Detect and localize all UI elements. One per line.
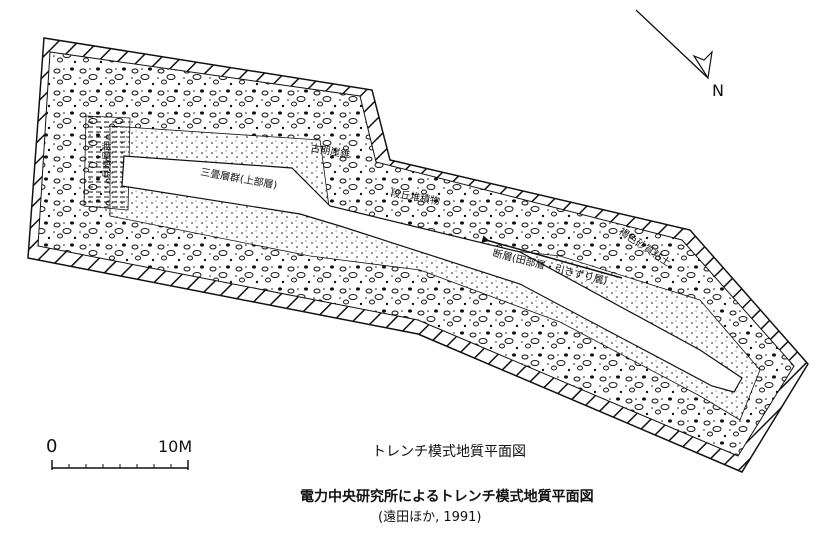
figure-title: トレンチ模式地質平面図 [372, 444, 526, 460]
trench-channel [121, 155, 743, 393]
label-left-unit: 見晴層群 [101, 142, 113, 178]
scale-bar: 0 10M [46, 436, 192, 470]
citation: (遠田ほか, 1991) [378, 510, 482, 525]
north-arrow: N [635, 9, 724, 100]
scale-zero-label: 0 [46, 436, 57, 457]
main-caption: 電力中央研究所によるトレンチ模式地質平面図 [300, 489, 594, 505]
north-label: N [712, 81, 724, 100]
fault-arrow [481, 235, 623, 279]
scale-ten-label: 10M [158, 437, 192, 456]
left-strata-block [83, 115, 131, 211]
